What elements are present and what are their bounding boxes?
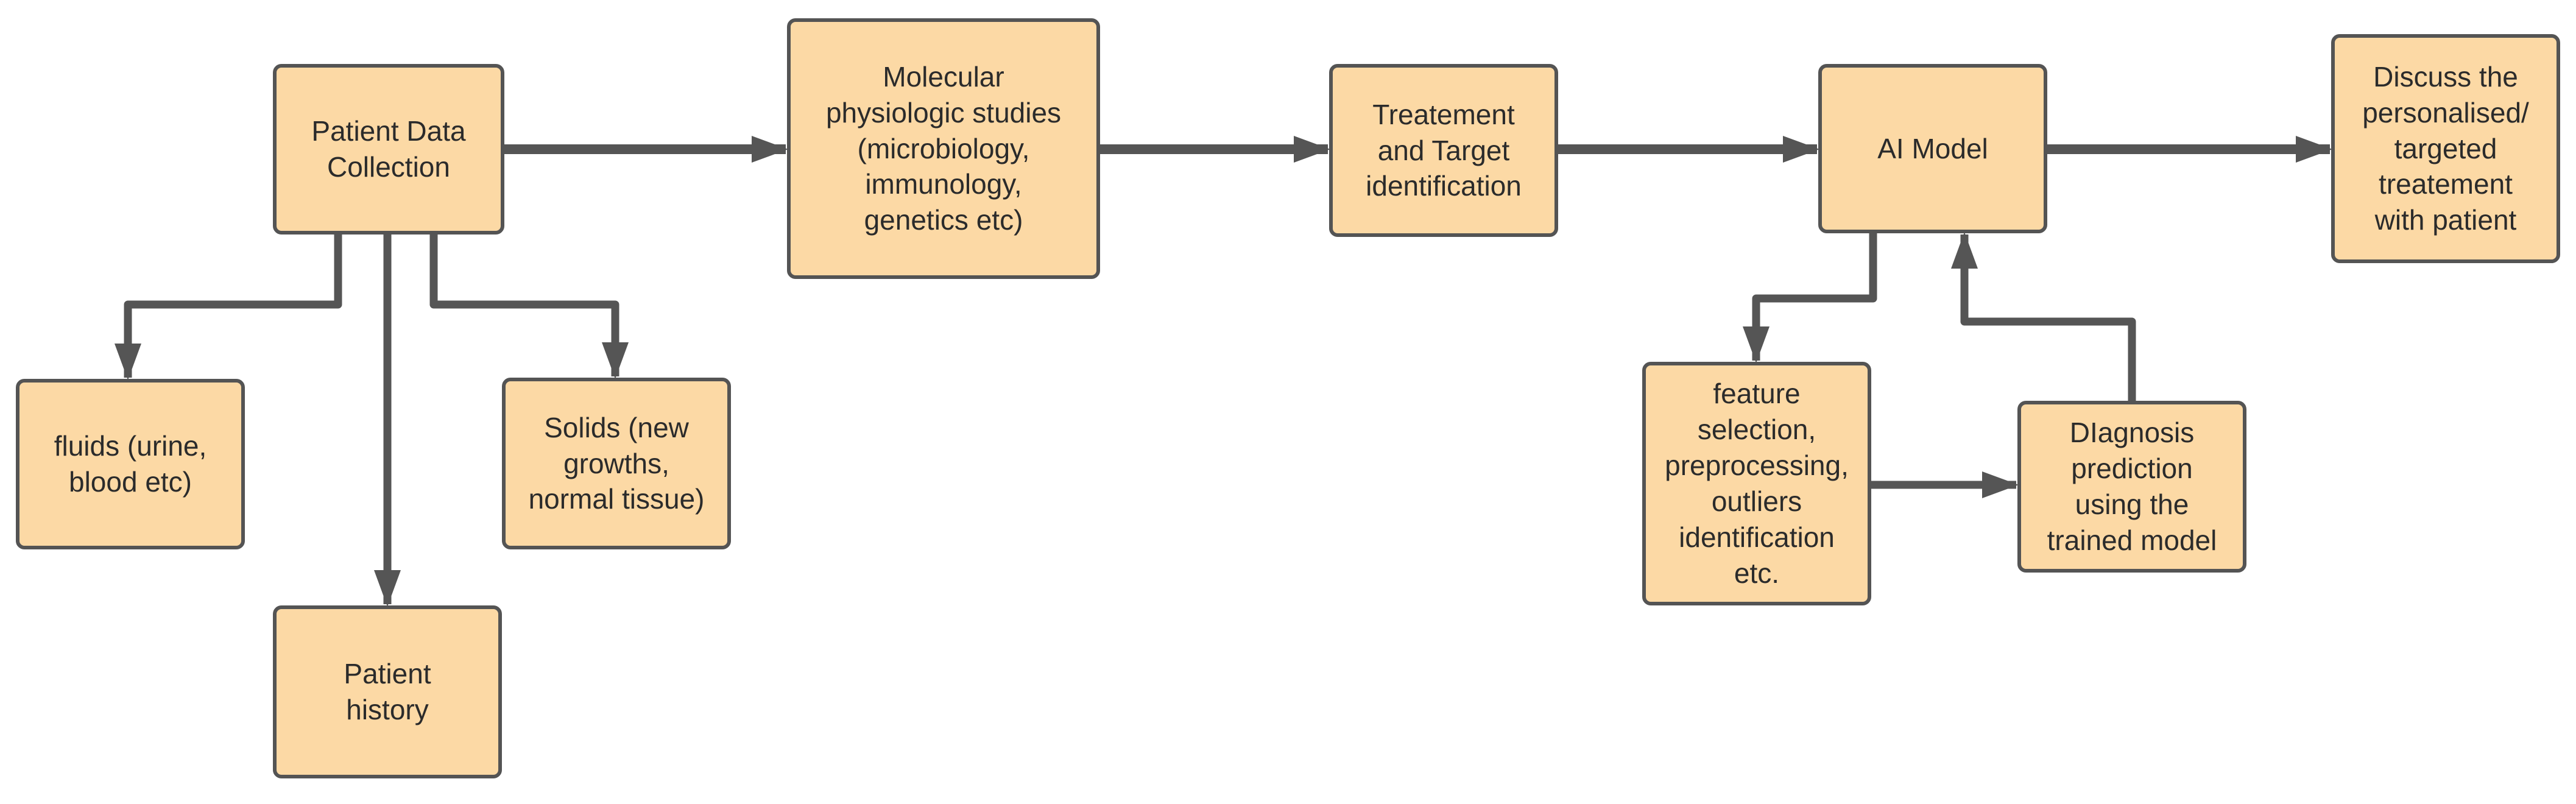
node-label: Solids (new growths, normal tissue) bbox=[528, 411, 705, 515]
arrow-collection-to-solids bbox=[429, 234, 629, 379]
arrow-aimodel-to-feature bbox=[1743, 233, 1877, 363]
arrow-diagnosis-to-aimodel bbox=[1951, 232, 2136, 401]
node-diagnosis-prediction: DIagnosis prediction using the trained m… bbox=[2017, 401, 2246, 573]
node-discuss-treatment: Discuss the personalised/ targeted treat… bbox=[2331, 34, 2560, 263]
node-label: Patient history bbox=[344, 658, 431, 725]
node-molecular-studies: Molecular physiologic studies (microbiol… bbox=[787, 18, 1100, 279]
node-label: Treatement and Target identification bbox=[1366, 98, 1522, 202]
node-feature-selection: feature selection, preprocessing, outlie… bbox=[1642, 362, 1871, 605]
node-label: fluids (urine, blood etc) bbox=[54, 430, 207, 498]
node-fluids: fluids (urine, blood etc) bbox=[16, 379, 245, 549]
arrow-collection-to-fluids bbox=[115, 234, 342, 380]
node-label: DIagnosis prediction using the trained m… bbox=[2047, 417, 2217, 556]
node-patient-history: Patient history bbox=[273, 605, 502, 778]
node-patient-data-collection: Patient Data Collection bbox=[273, 64, 504, 234]
node-treatment-target-identification: Treatement and Target identification bbox=[1329, 64, 1558, 237]
node-label: AI Model bbox=[1877, 132, 1988, 164]
node-label: Patient Data Collection bbox=[311, 115, 466, 183]
node-label: Discuss the personalised/ targeted treat… bbox=[2362, 60, 2529, 236]
node-solids: Solids (new growths, normal tissue) bbox=[502, 378, 731, 549]
node-ai-model: AI Model bbox=[1818, 64, 2047, 233]
node-label: Molecular physiologic studies (microbiol… bbox=[825, 60, 1062, 236]
node-label: feature selection, preprocessing, outlie… bbox=[1665, 378, 1849, 589]
